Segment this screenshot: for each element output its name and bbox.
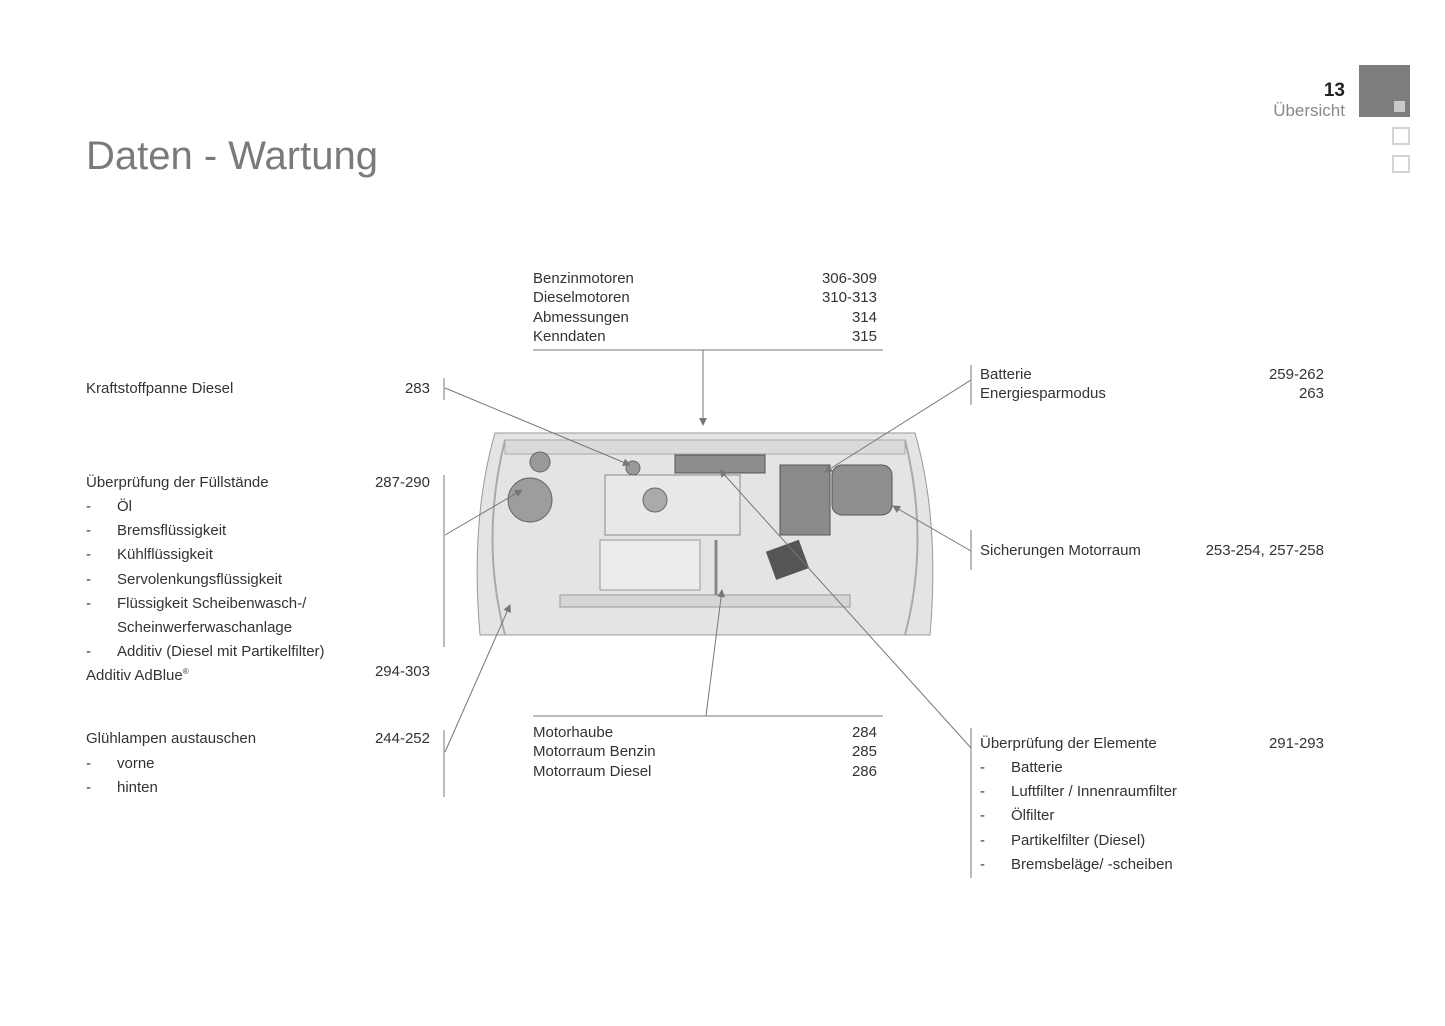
list-item: -Bremsflüssigkeit — [86, 522, 227, 539]
list-item: -Bremsbeläge/ -scheiben — [980, 856, 1173, 873]
list-item: -Partikelfilter (Diesel) — [980, 832, 1146, 849]
list-item: -Flüssigkeit Scheibenwasch-/ — [86, 595, 307, 612]
section-tab[interactable] — [1392, 155, 1410, 173]
list-item: -Additiv (Diesel mit Partikelfilter) — [86, 643, 325, 660]
engine-illustration — [476, 432, 934, 636]
list-item: -hinten — [86, 779, 158, 796]
section-name: Übersicht — [1273, 101, 1345, 120]
section-tab-active[interactable] — [1359, 65, 1410, 117]
list-item: -Ölfilter — [980, 807, 1055, 824]
page-title: Daten - Wartung — [86, 134, 378, 178]
list-item: -Öl — [86, 498, 132, 515]
ref-row: Additiv AdBlue®294-303 — [86, 663, 430, 684]
list-item: -vorne — [86, 755, 155, 772]
section-tab[interactable] — [1392, 127, 1410, 145]
page-number: 13 — [1323, 80, 1345, 101]
list-item: -Kühlflüssigkeit — [86, 546, 213, 563]
list-item: -Servolenkungsflüssigkeit — [86, 571, 283, 588]
list-item: -Batterie — [980, 759, 1063, 776]
list-item: -Luftfilter / Innenraumfilter — [980, 783, 1177, 800]
list-item: Scheinwerferwaschanlage — [117, 619, 293, 636]
